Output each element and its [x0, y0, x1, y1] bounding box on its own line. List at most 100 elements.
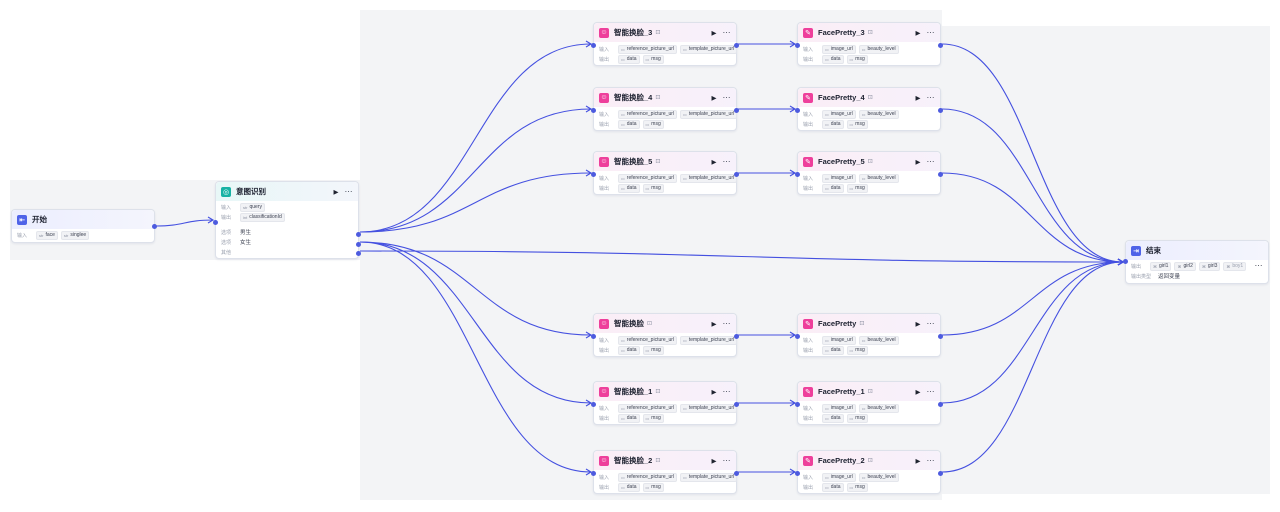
param-name: face: [45, 232, 55, 238]
input-port[interactable]: [795, 108, 800, 113]
input-port[interactable]: [591, 334, 596, 339]
more-button[interactable]: ⋯: [926, 92, 935, 102]
face-pretty-node[interactable]: ✎FacePretty_4⊡▶⋯输入▭image_url▭beauty_leve…: [795, 87, 943, 131]
run-button[interactable]: ▶: [915, 457, 921, 465]
output-port[interactable]: [938, 43, 943, 48]
face-pretty-node[interactable]: ✎FacePretty_3⊡▶⋯输入▭image_url▭beauty_leve…: [795, 22, 943, 66]
edge-intent-swap[interactable]: [359, 241, 592, 404]
more-button[interactable]: ⋯: [926, 318, 935, 328]
option-port-other[interactable]: [356, 251, 361, 256]
input-port[interactable]: [795, 172, 800, 177]
run-button[interactable]: ▶: [711, 320, 717, 328]
more-button[interactable]: ⋯: [926, 156, 935, 166]
output-port[interactable]: [938, 108, 943, 113]
face-pretty-node[interactable]: ✎FacePretty_2⊡▶⋯输入▭image_url▭beauty_leve…: [795, 450, 943, 494]
output-chip: ⌘girl2: [1174, 261, 1196, 271]
output-port[interactable]: [938, 334, 943, 339]
more-outputs-icon[interactable]: ⋯: [1254, 261, 1263, 270]
more-button[interactable]: ⋯: [722, 27, 731, 37]
run-button[interactable]: ▶: [711, 388, 717, 396]
run-button[interactable]: ▶: [711, 158, 717, 166]
edge-intent-end[interactable]: [359, 250, 1124, 263]
face-swap-node[interactable]: ☺智能换脸⊡▶⋯输入▭reference_picture_url▭templat…: [591, 313, 739, 357]
edge-pretty-end[interactable]: [941, 43, 1124, 263]
option-port-male[interactable]: [356, 232, 361, 237]
output-port[interactable]: [152, 224, 157, 229]
input-port[interactable]: [591, 471, 596, 476]
option-port-female[interactable]: [356, 242, 361, 247]
run-button[interactable]: ▶: [711, 94, 717, 102]
param-name: singlee: [70, 232, 87, 238]
edge-pretty-end[interactable]: [941, 108, 1124, 263]
edge-intent-swap[interactable]: [359, 108, 592, 233]
type-glyph: ▭: [825, 175, 829, 181]
param-chip: ▭data: [822, 482, 844, 492]
more-button[interactable]: ⋯: [926, 455, 935, 465]
run-button[interactable]: ▶: [711, 457, 717, 465]
face-swap-node[interactable]: ☺智能换脸_3⊡▶⋯输入▭reference_picture_url▭templ…: [591, 22, 739, 66]
output-port[interactable]: [734, 402, 739, 407]
type-glyph: ⌘: [1226, 263, 1231, 269]
edge-intent-swap[interactable]: [359, 241, 592, 473]
more-button[interactable]: ⋯: [722, 318, 731, 328]
edge-intent-swap[interactable]: [359, 172, 592, 233]
run-button[interactable]: ▶: [333, 188, 339, 196]
input-port[interactable]: [591, 108, 596, 113]
more-button[interactable]: ⋯: [722, 386, 731, 396]
output-port[interactable]: [734, 43, 739, 48]
input-port[interactable]: [1123, 259, 1128, 264]
input-port[interactable]: [213, 220, 218, 225]
edge-start-intent[interactable]: [155, 219, 214, 227]
more-button[interactable]: ⋯: [926, 386, 935, 396]
face-swap-node[interactable]: ☺智能换脸_2⊡▶⋯输入▭reference_picture_url▭templ…: [591, 450, 739, 494]
face-pretty-node[interactable]: ✎FacePretty_1⊡▶⋯输入▭image_url▭beauty_leve…: [795, 381, 943, 425]
face-swap-node[interactable]: ☺智能换脸_5⊡▶⋯输入▭reference_picture_url▭templ…: [591, 151, 739, 195]
edge-pretty-end[interactable]: [941, 261, 1124, 336]
input-port[interactable]: [591, 43, 596, 48]
run-button[interactable]: ▶: [915, 29, 921, 37]
edge-pretty-end[interactable]: [941, 261, 1124, 404]
output-port[interactable]: [734, 471, 739, 476]
output-port[interactable]: [938, 172, 943, 177]
face-pretty-node[interactable]: ✎FacePretty_5⊡▶⋯输入▭image_url▭beauty_leve…: [795, 151, 943, 195]
run-button[interactable]: ▶: [915, 388, 921, 396]
output-port[interactable]: [938, 471, 943, 476]
output-port[interactable]: [938, 402, 943, 407]
input-port[interactable]: [795, 334, 800, 339]
output-port[interactable]: [734, 334, 739, 339]
more-button[interactable]: ⋯: [722, 92, 731, 102]
node-title: 结束: [1146, 246, 1161, 255]
run-button[interactable]: ▶: [915, 94, 921, 102]
more-button[interactable]: ⋯: [722, 156, 731, 166]
output-label: 输出: [599, 415, 610, 422]
more-button[interactable]: ⋯: [344, 186, 353, 196]
edge-intent-swap[interactable]: [359, 241, 592, 336]
edge-pretty-end[interactable]: [941, 172, 1124, 263]
type-glyph: ▭: [621, 111, 625, 117]
run-button[interactable]: ▶: [711, 29, 717, 37]
face-swap-node[interactable]: ☺智能换脸_4⊡▶⋯输入▭reference_picture_url▭templ…: [591, 87, 739, 131]
end-node[interactable]: ⇥ 结束 输出 ⌘girl1 ⌘girl2 ⌘girl3 ⌘boy1 ⋯ 输出类…: [1123, 240, 1269, 284]
more-button[interactable]: ⋯: [722, 455, 731, 465]
type-glyph: ▭: [825, 185, 829, 191]
run-button[interactable]: ▶: [915, 158, 921, 166]
node-title: FacePretty_1: [818, 387, 865, 396]
input-port[interactable]: [591, 402, 596, 407]
edge-intent-swap[interactable]: [359, 43, 592, 233]
param-name: reference_picture_url: [626, 474, 675, 480]
input-port[interactable]: [795, 43, 800, 48]
input-port[interactable]: [795, 471, 800, 476]
output-port[interactable]: [734, 108, 739, 113]
more-button[interactable]: ⋯: [926, 27, 935, 37]
face-swap-node[interactable]: ☺智能换脸_1⊡▶⋯输入▭reference_picture_url▭templ…: [591, 381, 739, 425]
edge-pretty-end[interactable]: [941, 261, 1124, 473]
output-port[interactable]: [734, 172, 739, 177]
input-port[interactable]: [591, 172, 596, 177]
input-port[interactable]: [795, 402, 800, 407]
run-button[interactable]: ▶: [915, 320, 921, 328]
output-label: 输出: [599, 347, 610, 354]
